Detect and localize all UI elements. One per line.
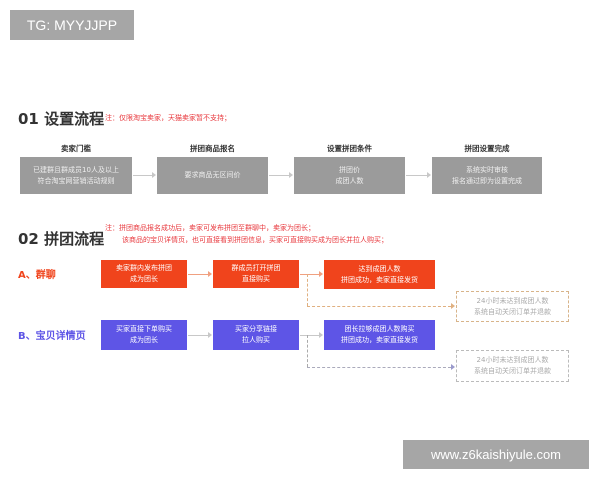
- connector: [406, 175, 428, 176]
- text: 拼团成功，卖家直接发货: [341, 275, 418, 284]
- text: 拼团成功，卖家直接发货: [341, 336, 418, 344]
- step2-box: 要求商品无区间价: [157, 157, 268, 194]
- section2-note-1: 注：拼团商品报名成功后，卖家可发布拼团至群聊中，卖家为团长；: [105, 224, 315, 232]
- text: 24小时未达到成团人数: [476, 296, 549, 305]
- flow-b-step1: 买家直接下单购买成为团长: [101, 320, 187, 350]
- text: 买家分享链接: [235, 325, 277, 333]
- text: 群成员打开拼团: [231, 264, 281, 272]
- step3-label: 设置拼团条件: [327, 144, 372, 153]
- section1-note: 注：仅限淘宝卖家，天猫卖家暂不支持；: [105, 114, 231, 122]
- text: 成为团长: [130, 275, 158, 283]
- step1-label: 卖家门槛: [61, 144, 91, 153]
- connector: [307, 367, 451, 368]
- arrow-icon: [289, 172, 293, 178]
- connector: [300, 274, 319, 275]
- step2-label: 拼团商品报名: [190, 144, 235, 153]
- text: 买家直接下单购买: [116, 325, 172, 333]
- connector: [269, 175, 290, 176]
- text: 卖家群内发布拼团: [116, 264, 172, 272]
- arrow-icon: [451, 364, 455, 370]
- arrow-icon: [208, 271, 212, 277]
- text: 系统自动关闭订单并退款: [474, 307, 551, 316]
- arrow-icon: [208, 332, 212, 338]
- flow-b-fail: 24小时未达到成团人数系统自动关闭订单并退款: [456, 350, 569, 382]
- step4-label: 拼团设置完成: [464, 144, 510, 153]
- text: 系统实时审核: [466, 165, 508, 174]
- flow-a-label: A、群聊: [18, 270, 56, 281]
- section1-title: 01 设置流程: [18, 110, 105, 128]
- flow-a-step1: 卖家群内发布拼团成为团长: [101, 260, 187, 288]
- connector: [188, 335, 208, 336]
- text: 拉人购买: [242, 336, 270, 344]
- text: 成为团长: [130, 336, 158, 344]
- text: 已建群且群成员10人及以上: [33, 165, 119, 174]
- arrow-icon: [451, 303, 455, 309]
- text: 要求商品无区间价: [184, 171, 241, 179]
- arrow-icon: [152, 172, 156, 178]
- text: 直接购买: [242, 275, 270, 283]
- text: 达到成团人数: [358, 264, 401, 273]
- connector: [188, 274, 208, 275]
- step4-box: 系统实时审核报名通过即为设置完成: [432, 157, 542, 194]
- arrow-icon: [427, 172, 431, 178]
- text: 报名通过即为设置完成: [452, 176, 522, 185]
- flow-b-step2: 买家分享链接拉人购买: [213, 320, 299, 350]
- connector: [300, 335, 319, 336]
- text: 符合淘宝网营销活动规则: [37, 176, 115, 185]
- arrow-icon: [319, 332, 323, 338]
- step1-box: 已建群且群成员10人及以上符合淘宝网营销活动规则: [20, 157, 132, 194]
- flow-a-step3: 达到成团人数拼团成功，卖家直接发货: [324, 260, 435, 289]
- step3-box: 拼团价成团人数: [294, 157, 405, 194]
- text: 成团人数: [335, 176, 364, 185]
- connector: [133, 175, 153, 176]
- text: 拼团价: [339, 165, 360, 174]
- text: 系统自动关闭订单并退款: [474, 367, 551, 375]
- flow-b-label: B、宝贝详情页: [18, 331, 86, 342]
- section2-title: 02 拼团流程: [18, 230, 105, 248]
- text: 24小时未达到成团人数: [476, 356, 549, 364]
- section2-note-2: 该商品的宝贝详情页，也可直接看到拼团信息，买家可直接购买成为团长并拉人购买；: [122, 236, 388, 244]
- connector: [307, 274, 308, 306]
- text: 团长拉够成团人数购买: [344, 325, 415, 333]
- watermark-top: TG: MYYJJPP: [10, 10, 134, 40]
- flow-a-fail: 24小时未达到成团人数系统自动关闭订单并退款: [456, 291, 569, 322]
- flow-a-step2: 群成员打开拼团直接购买: [213, 260, 299, 288]
- watermark-bottom: www.z6kaishiyule.com: [403, 440, 589, 469]
- connector: [307, 306, 451, 307]
- flow-b-step3: 团长拉够成团人数购买拼团成功，卖家直接发货: [324, 320, 435, 350]
- arrow-icon: [319, 271, 323, 277]
- connector: [307, 335, 308, 367]
